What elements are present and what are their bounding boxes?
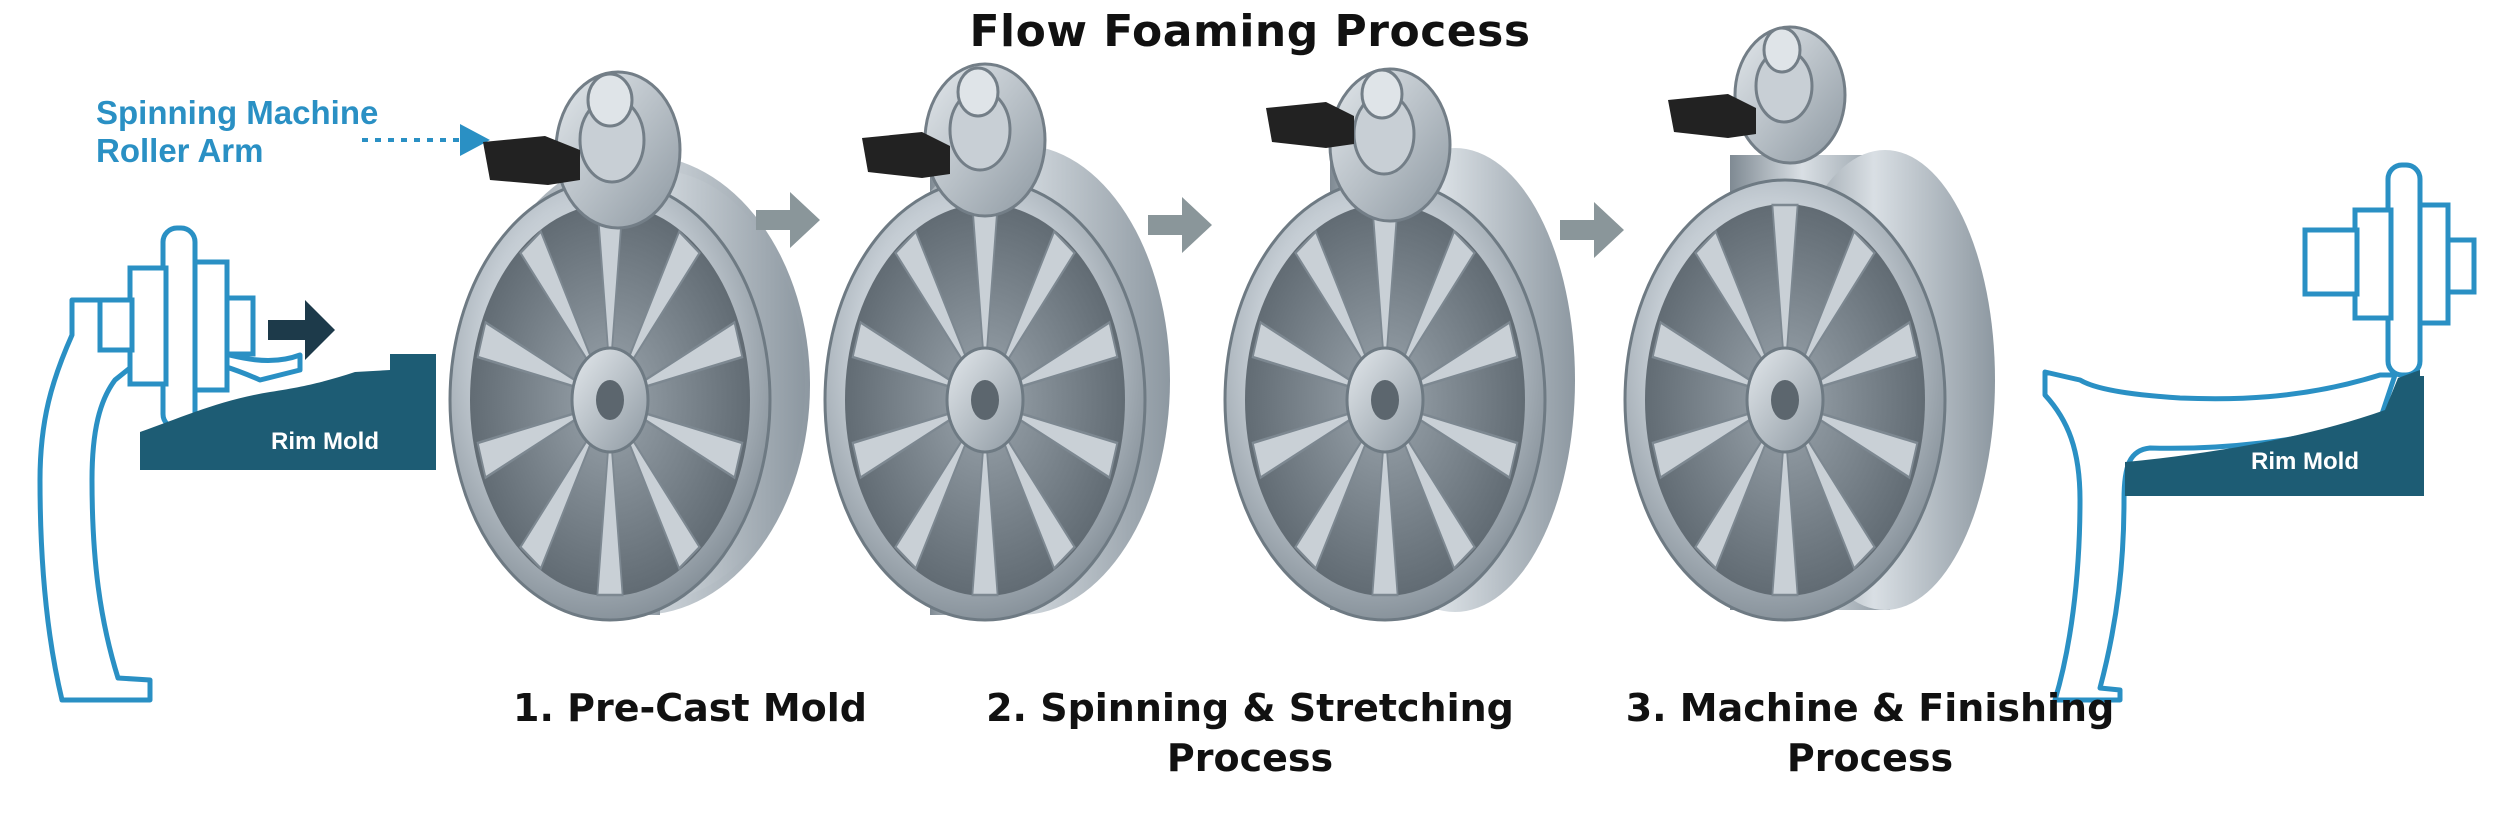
- right-roller-wheel: [2302, 162, 2477, 378]
- stage-label-2: 2. Spinning & Stretching Process: [970, 683, 1530, 783]
- stage-label-1: 1. Pre-Cast Mold: [440, 683, 940, 733]
- wheel-stage-2: [823, 145, 1170, 622]
- diagram-title: Flow Foaming Process: [969, 6, 1531, 57]
- roller-arm-4: [1668, 25, 1847, 165]
- stage-label-1-line-1: 1. Pre-Cast Mold: [513, 686, 867, 730]
- stage-label-2-line-2: Process: [1166, 736, 1334, 780]
- stage-label-3-line-2: Process: [1786, 736, 1954, 780]
- callout-arrow: [362, 124, 490, 156]
- right-rim-profile-outline: [2042, 369, 2398, 703]
- stage-label-3-line-1: 3. Machine & Finishing: [1625, 686, 2115, 730]
- right-rim-mold-label: Rim Mold: [2251, 448, 2359, 475]
- stage-label-2-line-1: 2. Spinning & Stretching: [986, 686, 1514, 730]
- roller-arm-2: [862, 62, 1047, 218]
- roller-arm-1: [483, 70, 682, 230]
- left-rim-mold-label: Rim Mold: [271, 428, 379, 455]
- right-rim-mold: [2125, 370, 2424, 496]
- callout-line-2: Roller Arm: [96, 132, 264, 169]
- process-arrow-3: [1560, 202, 1624, 258]
- process-arrow-1: [756, 192, 820, 248]
- process-arrow-2: [1148, 197, 1212, 253]
- stage-label-3: 3. Machine & Finishing Process: [1600, 683, 2140, 783]
- left-roller-direction-arrow: [268, 300, 335, 360]
- left-rim-mold: [140, 354, 436, 470]
- callout-line-1: Spinning Machine: [96, 94, 379, 131]
- roller-arm-callout: Spinning Machine Roller Arm: [96, 94, 378, 170]
- wheel-stage-3: [1223, 148, 1575, 622]
- left-roller-wheel: [97, 225, 256, 431]
- wheel-stage-1: [448, 155, 810, 622]
- wheel-stage-4: [1623, 150, 1995, 622]
- roller-arm-3: [1266, 67, 1452, 223]
